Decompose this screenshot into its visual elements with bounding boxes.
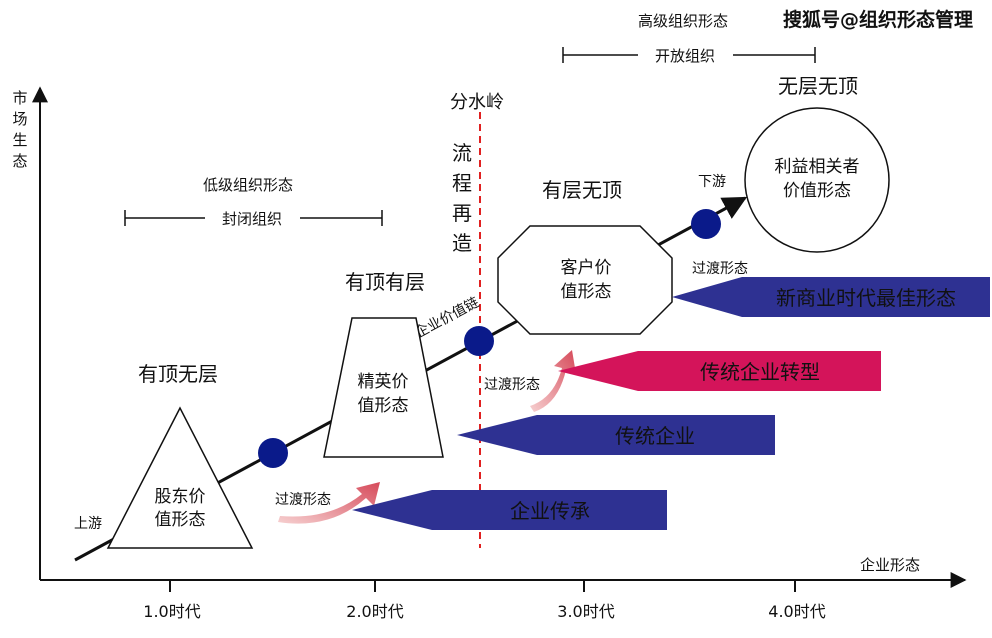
stage2-title: 有顶有层 xyxy=(345,270,425,294)
transition-node-3 xyxy=(691,209,721,239)
stage2-line1: 精英价 xyxy=(358,372,409,392)
stage2-line2: 值形态 xyxy=(358,396,409,416)
transition-curve-arrow-2 xyxy=(530,350,576,412)
low-form-label: 低级组织形态 xyxy=(203,176,293,194)
stage3-line2: 值形态 xyxy=(561,282,612,302)
y-axis-label-char: 态 xyxy=(12,152,27,170)
upstream-label: 上游 xyxy=(74,516,102,532)
x-axis-label: 企业形态 xyxy=(860,556,920,574)
stage1-line1: 股东价 xyxy=(155,487,206,507)
stage3-title: 有层无顶 xyxy=(542,178,622,202)
watershed-char: 再 xyxy=(452,201,472,225)
heritage-arrow: 企业传承 xyxy=(352,490,667,530)
transition-label-2: 过渡形态 xyxy=(484,377,540,393)
stakeholder-value-circle xyxy=(744,107,890,253)
y-axis-label-char: 生 xyxy=(12,131,27,149)
y-axis-label-char: 市 xyxy=(12,89,27,107)
traditional-transformation-arrow: 传统企业转型 xyxy=(558,351,881,391)
traditional-enterprise-arrow-label: 传统企业 xyxy=(615,424,695,448)
shareholder-value-triangle xyxy=(106,406,254,549)
advanced-form-label: 高级组织形态 xyxy=(638,12,728,30)
customer-value-octagon xyxy=(497,225,673,335)
heritage-arrow-label: 企业传承 xyxy=(510,499,590,523)
new-business-best-form-arrow-label: 新商业时代最佳形态 xyxy=(776,286,956,310)
traditional-enterprise-arrow: 传统企业 xyxy=(457,415,775,455)
open-org-bracket xyxy=(562,47,816,63)
transition-label-1: 过渡形态 xyxy=(275,492,331,508)
transition-curve-arrow-1 xyxy=(278,482,380,524)
x-tick-label: 1.0时代 xyxy=(143,602,200,621)
watermark-text: 搜狐号@组织形态管理 xyxy=(783,8,973,31)
y-axis-label-char: 场 xyxy=(12,110,27,128)
transition-node-2 xyxy=(464,326,494,356)
stage4-line1: 利益相关者 xyxy=(775,157,860,177)
downstream-label: 下游 xyxy=(698,174,726,190)
stage1-line2: 值形态 xyxy=(155,510,206,530)
transition-node-1 xyxy=(258,438,288,468)
new-business-best-form-arrow: 新商业时代最佳形态 xyxy=(672,277,990,317)
stage4-title: 无层无顶 xyxy=(778,74,858,98)
closed-org-bracket xyxy=(124,210,383,226)
stage3-line1: 客户价 xyxy=(561,258,612,278)
x-tick-label: 2.0时代 xyxy=(346,602,403,621)
x-tick-label: 3.0时代 xyxy=(557,602,614,621)
traditional-transformation-arrow-label: 传统企业转型 xyxy=(700,360,820,384)
watershed-char: 程 xyxy=(452,171,472,195)
process-reengineering-label: 流 程 再 造 xyxy=(452,141,472,255)
y-axis-label: 市 场 生 态 xyxy=(12,89,27,170)
stage4-line2: 价值形态 xyxy=(783,181,851,201)
watershed-char: 流 xyxy=(452,141,472,165)
watershed-title: 分水岭 xyxy=(450,92,504,113)
closed-org-label: 封闭组织 xyxy=(222,210,282,228)
x-tick-label: 4.0时代 xyxy=(768,602,825,621)
watershed-char: 造 xyxy=(452,231,472,255)
elite-value-trapezoid xyxy=(323,317,444,458)
transition-label-3: 过渡形态 xyxy=(692,261,748,277)
open-org-label: 开放组织 xyxy=(655,47,715,65)
stage1-title: 有顶无层 xyxy=(138,362,218,386)
